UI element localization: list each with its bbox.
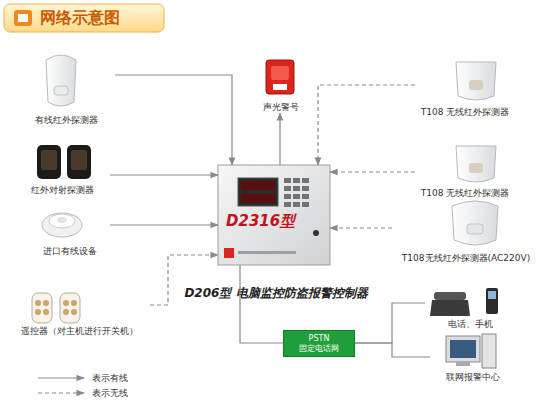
telephone-icon — [430, 288, 498, 316]
wireless-detector: T108 无线红外探测器 — [415, 56, 515, 118]
siren: 声光警号 — [255, 55, 307, 113]
device-label: 进口有线设备 — [43, 246, 97, 257]
alarm-center: 联网报警中心 — [430, 332, 515, 383]
device-label: 有线红外探测器 — [35, 115, 98, 126]
device-label: 遥控器（对主机进行开关机） — [21, 326, 138, 337]
siren-icon — [266, 60, 294, 94]
device-label: T108无线红外探测器(AC220V) — [402, 253, 530, 264]
phone-terminal: 电话、手机 — [425, 284, 515, 330]
device-label: T108 无线红外探测器 — [421, 188, 510, 199]
wired-link — [115, 75, 232, 165]
legend-sample — [38, 378, 84, 393]
beam-detector-icon — [37, 145, 91, 179]
network-label: PSTN — [309, 334, 330, 344]
wireless-link — [330, 227, 392, 228]
computer-icon — [446, 334, 496, 368]
wireless-link — [330, 171, 415, 172]
legend-label: 表示无线 — [92, 387, 128, 400]
diagram-title: 网络示意图 — [40, 8, 120, 29]
wired-detector: 有线红外探测器 — [18, 52, 115, 126]
beam-detector: 红外对射探测器 — [15, 140, 110, 196]
wired-link — [240, 265, 283, 343]
pir-detector-icon — [456, 146, 496, 182]
wired-link — [355, 303, 425, 343]
device-label: T108 无线红外探测器 — [421, 107, 510, 118]
wired-device: 进口有线设备 — [30, 205, 110, 257]
wired-link — [355, 343, 430, 357]
remote-control: 遥控器（对主机进行开关机） — [8, 287, 150, 337]
pir-detector-icon — [456, 62, 496, 100]
legend-label: 表示有线 — [92, 372, 128, 385]
wireless-link — [150, 255, 218, 305]
remote-control-icon — [32, 293, 80, 323]
device-label: 红外对射探测器 — [31, 185, 94, 196]
wireless-link — [318, 85, 415, 165]
device-label: 电话、手机 — [448, 319, 493, 330]
pir-detector-icon — [46, 55, 76, 106]
pir-detector-icon — [452, 201, 498, 245]
controller-box — [218, 165, 330, 265]
device-label: D206型 电脑监控防盗报警控制器 — [166, 285, 386, 302]
wired-link — [279, 113, 280, 165]
network-label: 固定电话网 — [299, 344, 339, 354]
header-tab — [4, 4, 164, 32]
wired-link — [110, 174, 218, 175]
device-label: 联网报警中心 — [446, 372, 500, 383]
ceiling-detector-icon — [42, 213, 82, 237]
wireless-detector: T108无线红外探测器(AC220V) — [392, 198, 540, 264]
model-badge: D2316型 — [226, 212, 295, 231]
device-label: 声光警号 — [263, 102, 299, 113]
wired-link — [110, 224, 218, 225]
pstn-network: PSTN固定电话网 — [283, 330, 355, 357]
wireless-detector: T108 无线红外探测器 — [415, 143, 515, 199]
